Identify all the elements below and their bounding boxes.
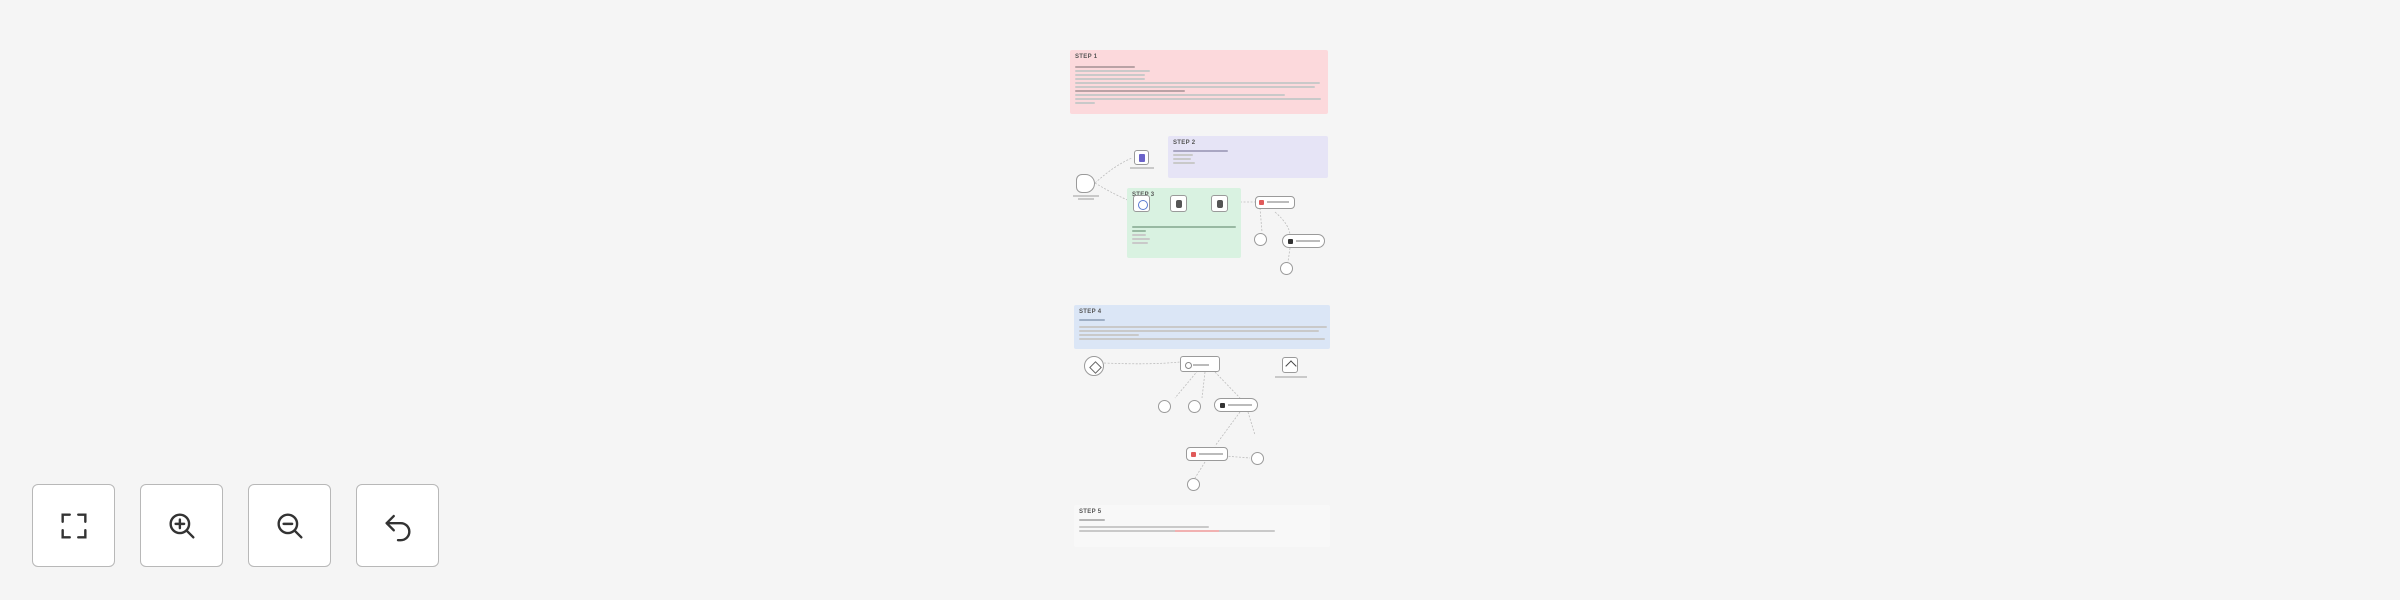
step-5-sticky-note[interactable]: STEP 5 (1074, 505, 1330, 547)
undo-button[interactable] (356, 484, 439, 567)
mountain-icon (1285, 360, 1297, 372)
step3-node-3[interactable] (1211, 195, 1228, 212)
step-4-label: STEP 4 (1079, 309, 1102, 315)
sheet-icon (1220, 403, 1225, 408)
openai-icon (1138, 200, 1148, 210)
fit-view-button[interactable] (32, 484, 115, 567)
step4-circle-node[interactable] (1251, 452, 1264, 465)
step3-circle-node-1[interactable] (1254, 233, 1267, 246)
tool-icon (1176, 200, 1182, 208)
step4-right-node[interactable] (1282, 357, 1298, 373)
ai-agent-icon (1185, 362, 1192, 369)
trigger-node[interactable] (1076, 174, 1095, 193)
step4-main-node[interactable] (1180, 356, 1220, 372)
code-icon (1217, 200, 1223, 208)
step-4-sticky-note[interactable]: STEP 4 (1074, 305, 1330, 349)
document-icon (1139, 154, 1145, 162)
agent-icon (1089, 361, 1102, 374)
zoom-in-button[interactable] (140, 484, 223, 567)
step4-sub-node-1[interactable] (1158, 400, 1171, 413)
trigger-node-caption-2 (1078, 198, 1094, 200)
top-node-caption (1130, 167, 1154, 169)
step4-sub-node-3[interactable] (1214, 398, 1258, 412)
step3-node-2[interactable] (1170, 195, 1187, 212)
step4-start-node[interactable] (1084, 356, 1104, 376)
step-2-sticky-note[interactable]: STEP 2 (1168, 136, 1328, 178)
red-app-icon-2 (1191, 452, 1196, 457)
step4-right-caption (1275, 376, 1307, 378)
fit-view-icon (60, 512, 87, 539)
canvas-toolbar (32, 484, 439, 567)
undo-icon (384, 514, 410, 541)
step-2-label: STEP 2 (1173, 140, 1196, 146)
step-5-label: STEP 5 (1079, 509, 1102, 515)
app-icon (1288, 239, 1293, 244)
step4-end-node[interactable] (1187, 478, 1200, 491)
step-1-label: STEP 1 (1075, 54, 1098, 60)
step4-output-node[interactable] (1186, 447, 1228, 461)
zoom-out-icon (276, 512, 303, 539)
step3-node-1[interactable] (1133, 195, 1150, 212)
step3-circle-node-2[interactable] (1280, 262, 1293, 275)
trigger-node-caption (1073, 195, 1099, 197)
zoom-in-icon (168, 512, 195, 539)
step-1-sticky-note[interactable]: STEP 1 (1070, 50, 1328, 114)
red-app-icon (1259, 200, 1264, 205)
step4-sub-node-2[interactable] (1188, 400, 1201, 413)
step3-wide-node[interactable] (1282, 234, 1325, 248)
step3-output-node[interactable] (1255, 196, 1295, 209)
zoom-out-button[interactable] (248, 484, 331, 567)
top-node[interactable] (1134, 150, 1149, 165)
